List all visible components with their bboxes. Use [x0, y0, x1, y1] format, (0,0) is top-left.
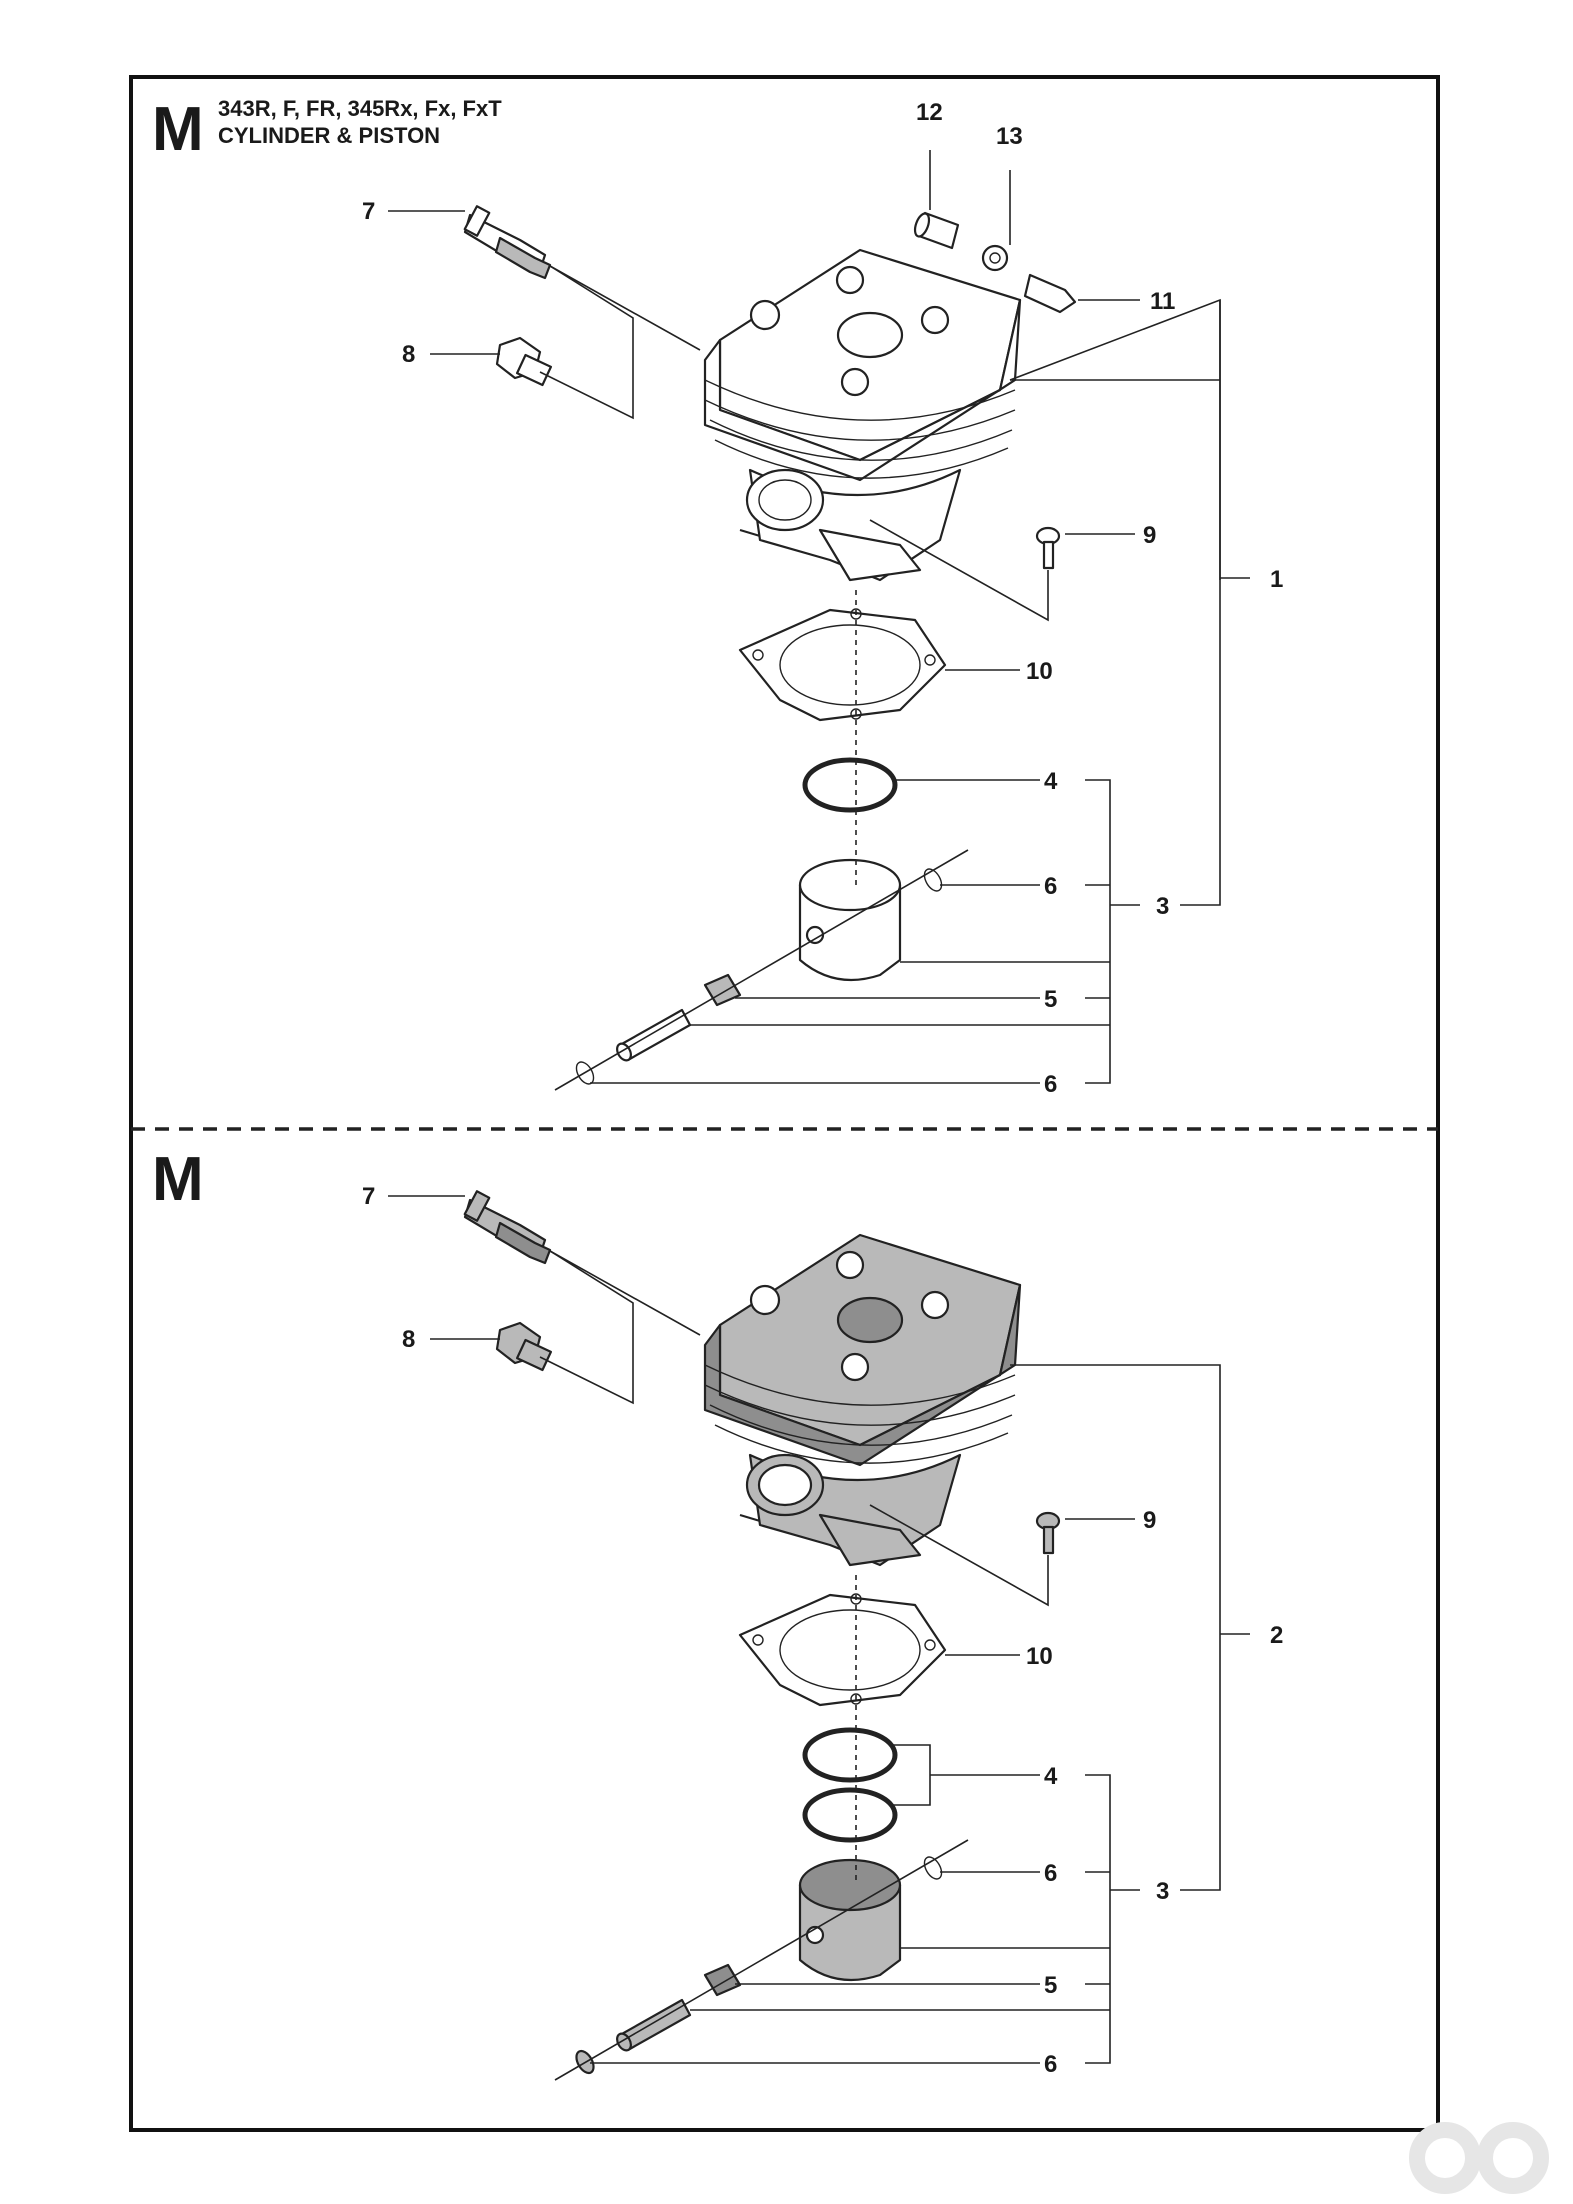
- callout-8: 8: [402, 341, 415, 368]
- part-9-screw: [1035, 1511, 1061, 1555]
- callout-6: 6: [1044, 1860, 1057, 1887]
- part-7-decomp-valve: [463, 1190, 552, 1265]
- section-letter: M: [152, 95, 204, 164]
- callouts-top: 12 13 7 11 8 9 1 10 4 6 3 5 6: [362, 99, 1283, 1098]
- callout-5: 5: [1044, 986, 1057, 1013]
- part-4-piston-rings: [802, 1727, 898, 1843]
- part-11-nipple: [1023, 273, 1077, 314]
- part-10-gasket: [738, 608, 947, 722]
- cylinder-drawing-shaded: [703, 1233, 1022, 1567]
- callout-7: 7: [362, 1183, 375, 1210]
- section-top: M 343R, F, FR, 345Rx, Fx, FxT CYLINDER &…: [152, 95, 1283, 1098]
- callout-3: 3: [1156, 1878, 1169, 1905]
- callout-6: 6: [1044, 873, 1057, 900]
- callout-9: 9: [1143, 522, 1156, 549]
- callout-5: 5: [1044, 1972, 1057, 1999]
- callout-6: 6: [1044, 2051, 1057, 2078]
- callout-12: 12: [916, 99, 943, 126]
- section-bottom: M: [152, 1145, 1283, 2081]
- section-header-models: 343R, F, FR, 345Rx, Fx, FxT: [218, 96, 502, 121]
- part-6-circlip: [923, 868, 943, 892]
- sheet-frame: [129, 75, 1440, 2132]
- callout-7: 7: [362, 198, 375, 225]
- part-4-piston-ring: [802, 757, 898, 813]
- callout-11: 11: [1150, 288, 1175, 315]
- callouts-bottom: 7 8 9 2 10 4 6 3 5 6: [362, 1183, 1283, 2078]
- callout-3: 3: [1156, 893, 1169, 920]
- leader-lines: [388, 150, 1250, 1084]
- pin-axis-line: [554, 1839, 969, 2081]
- callout-10: 10: [1026, 1643, 1053, 1670]
- callout-4: 4: [1044, 768, 1058, 795]
- section-header-title: CYLINDER & PISTON: [218, 123, 440, 148]
- part-8-plug: [495, 336, 553, 387]
- part-3-piston: [798, 858, 902, 982]
- cylinder-drawing: [703, 248, 1022, 582]
- part-9-screw: [1035, 526, 1061, 570]
- part-3-piston: [798, 1858, 902, 1982]
- callout-10: 10: [1026, 658, 1053, 685]
- callout-4: 4: [1044, 1763, 1058, 1790]
- part-13-clamp: [981, 244, 1009, 272]
- part-6-circlip: [923, 1856, 943, 1880]
- callout-9: 9: [1143, 1507, 1156, 1534]
- part-10-gasket: [738, 1593, 947, 1707]
- leader-lines: [388, 1195, 1250, 2064]
- callout-13: 13: [996, 123, 1023, 150]
- callout-8: 8: [402, 1326, 415, 1353]
- logo-watermark-icon: [1409, 2122, 1549, 2194]
- part-12-sleeve: [913, 211, 960, 250]
- callout-6: 6: [1044, 1071, 1057, 1098]
- pin-axis-line: [554, 849, 969, 1091]
- part-7-decomp-valve: [463, 205, 552, 280]
- callout-2: 2: [1270, 1622, 1283, 1649]
- part-8-plug: [495, 1321, 553, 1372]
- section-letter: M: [152, 1145, 204, 1214]
- callout-1: 1: [1270, 566, 1283, 593]
